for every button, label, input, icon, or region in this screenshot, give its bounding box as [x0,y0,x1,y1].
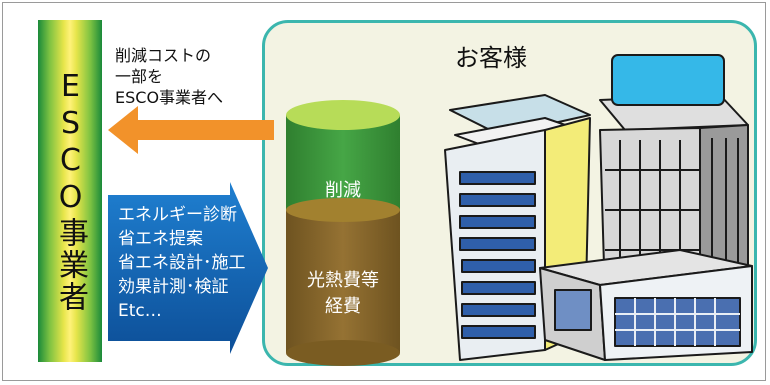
expense-label-line: 経費 [325,296,361,317]
blue-arrow-icon [108,182,268,354]
cost-cylinder-icon [286,100,400,366]
cost-note-line: ESCO事業者へ [115,88,224,107]
service-item: Etc… [118,301,162,321]
service-item: 効果計測･検証 [118,277,229,297]
service-item: エネルギー診断 [118,205,237,225]
reduction-label: 削減 [325,180,361,201]
expense-label: 光熱費等 経費 [286,268,400,320]
expense-label-line: 光熱費等 [307,270,379,291]
orange-arrow-icon [108,106,274,154]
cost-note-line: 削減コストの [115,46,212,65]
service-item: 省エネ提案 [118,229,203,249]
cost-note-line: 一部を [115,67,164,86]
cost-note: 削減コストの 一部を ESCO事業者へ [115,45,285,108]
services-list: エネルギー診断 省エネ提案 省エネ設計･施工 効果計測･検証 Etc… [118,203,246,323]
customer-title: お客様 [455,44,527,72]
esco-label: ESCO事業者 [53,69,88,313]
service-item: 省エネ設計･施工 [118,253,246,273]
low-building-icon [539,249,753,361]
esco-bar: ESCO事業者 [38,20,102,362]
